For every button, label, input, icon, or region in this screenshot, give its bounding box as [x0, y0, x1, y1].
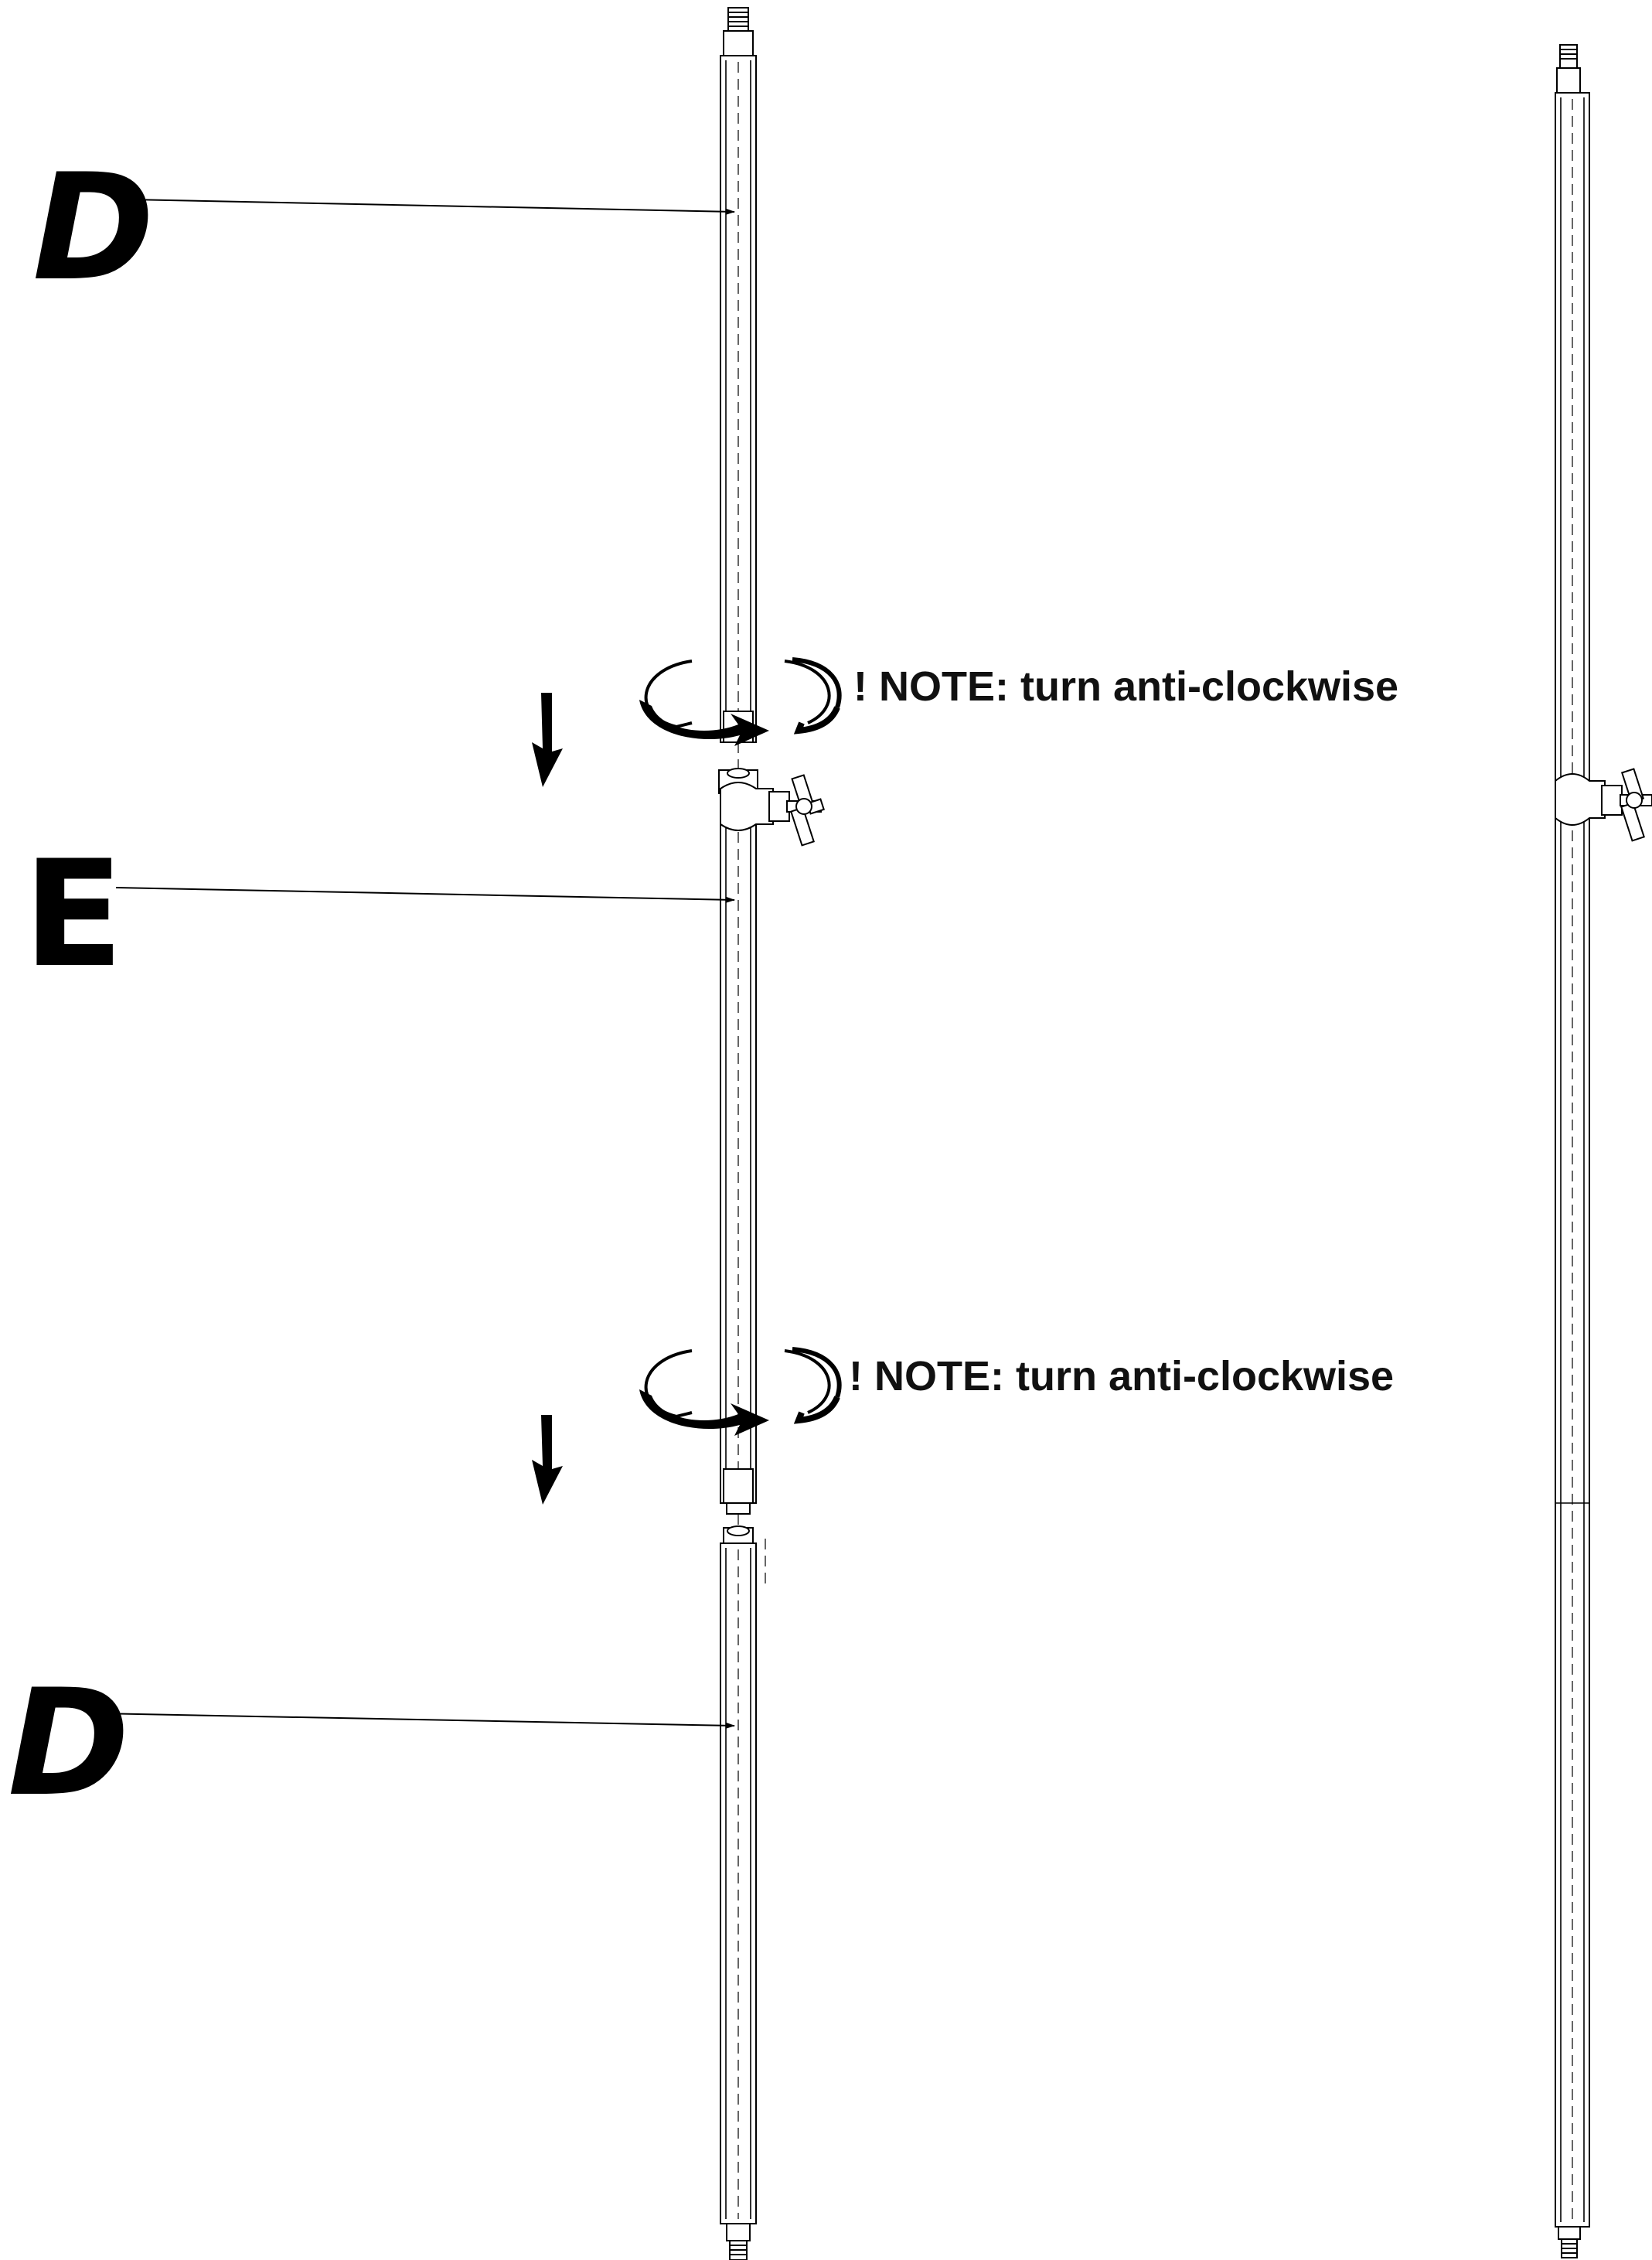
tube-e-middle [718, 768, 825, 1515]
part-label-top-d: D [32, 142, 155, 313]
note-text-upper: ! NOTE: turn anti-clockwise [853, 663, 1398, 710]
clamp-knob [720, 774, 825, 847]
thread-tip-bottom [726, 2223, 751, 2260]
note-text-lower: ! NOTE: turn anti-clockwise [849, 1353, 1394, 1399]
part-label-e: E [23, 829, 124, 1000]
leader-line-top-d [129, 199, 735, 215]
assembled-pole [1555, 44, 1652, 2258]
rotate-anticlockwise-icon [639, 1347, 842, 1436]
leader-line-bottom-d [98, 1713, 735, 1729]
tube-d-top [720, 7, 757, 743]
leader-line-e [115, 887, 735, 903]
thread-tip-assembled-bottom [1558, 2226, 1581, 2258]
rotate-anticlockwise-icon [639, 657, 842, 746]
thread-tip-top [723, 7, 754, 58]
arrow-down-icon [532, 1415, 563, 1505]
part-label-bottom-d: D [8, 1658, 130, 1829]
arrow-down-icon [532, 693, 563, 787]
clamp-knob-assembled [1555, 768, 1652, 842]
tube-d-bottom [720, 1525, 757, 2260]
thread-tip-assembled-top [1556, 44, 1581, 95]
